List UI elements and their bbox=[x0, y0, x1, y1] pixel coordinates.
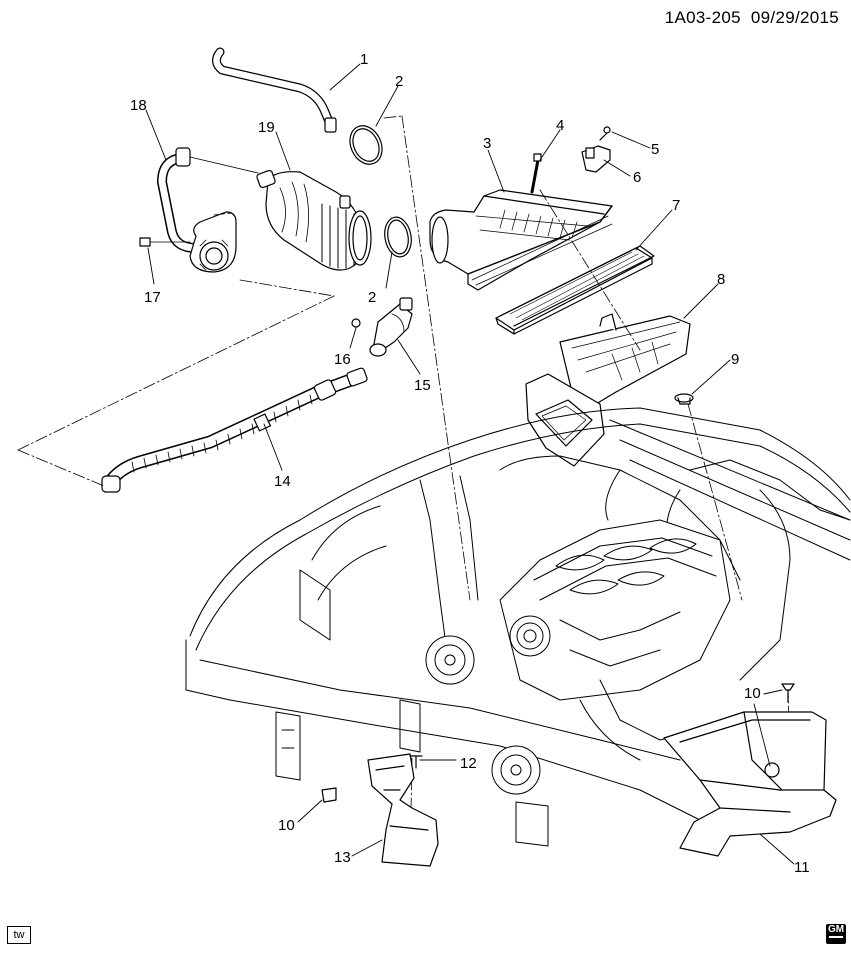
clip bbox=[599, 126, 611, 141]
callout-3: 3 bbox=[483, 135, 491, 152]
leader-lines bbox=[145, 63, 795, 865]
diagram-date: 09/29/2015 bbox=[750, 8, 839, 27]
callout-9: 9 bbox=[731, 351, 739, 368]
callout-10-left: 10 bbox=[278, 817, 295, 834]
callout-6: 6 bbox=[633, 169, 641, 186]
grommet bbox=[674, 393, 694, 405]
hose-clamp-upper bbox=[349, 125, 383, 165]
callout-12: 12 bbox=[460, 755, 477, 772]
bracket bbox=[581, 145, 611, 173]
callout-14: 14 bbox=[274, 473, 291, 490]
gm-logo-text: GM bbox=[827, 924, 845, 935]
callout-1: 1 bbox=[360, 51, 368, 68]
callout-15: 15 bbox=[414, 377, 431, 394]
callout-labels: 1 2 3 4 5 6 7 8 9 10 11 12 13 14 15 16 1… bbox=[130, 51, 810, 876]
gm-logo: GM bbox=[826, 924, 846, 944]
air-cleaner-housing-upper bbox=[429, 189, 613, 291]
pcv-fitting bbox=[369, 297, 413, 357]
diagram-code: 1A03-205 bbox=[664, 8, 741, 27]
fastener-10-left bbox=[321, 787, 337, 803]
diagram-header: 1A03-205 09/29/2015 bbox=[665, 8, 839, 28]
tw-badge: tw bbox=[7, 926, 31, 944]
shield-bracket-left bbox=[367, 753, 439, 867]
vehicle-body bbox=[185, 407, 851, 847]
corrugated-hose bbox=[101, 367, 368, 493]
fastener-12 bbox=[409, 755, 423, 769]
splash-shield-right bbox=[663, 711, 837, 857]
air-filter-element bbox=[495, 245, 655, 335]
breather-tube bbox=[212, 47, 337, 133]
air-cleaner-housing-lower bbox=[525, 313, 691, 467]
engine bbox=[425, 519, 731, 795]
callout-2-lower: 2 bbox=[368, 289, 376, 306]
callout-19: 19 bbox=[258, 119, 275, 136]
callout-5: 5 bbox=[651, 141, 659, 158]
callout-2: 2 bbox=[395, 73, 403, 90]
hose-clamp-lower bbox=[384, 216, 412, 258]
sensor-assembly bbox=[139, 211, 237, 273]
callout-8: 8 bbox=[717, 271, 725, 288]
air-intake-duct bbox=[256, 169, 372, 271]
callout-17: 17 bbox=[144, 289, 161, 306]
callout-4: 4 bbox=[556, 117, 564, 134]
callout-18: 18 bbox=[130, 97, 147, 114]
fastener-10-right bbox=[781, 683, 795, 703]
housing-bolt bbox=[530, 153, 542, 194]
callout-10: 10 bbox=[744, 685, 761, 702]
callout-11: 11 bbox=[794, 859, 810, 876]
callout-13: 13 bbox=[334, 849, 351, 866]
nut bbox=[351, 318, 361, 328]
callout-7: 7 bbox=[672, 197, 680, 214]
vent-hose bbox=[157, 147, 259, 253]
callout-16: 16 bbox=[334, 351, 351, 368]
